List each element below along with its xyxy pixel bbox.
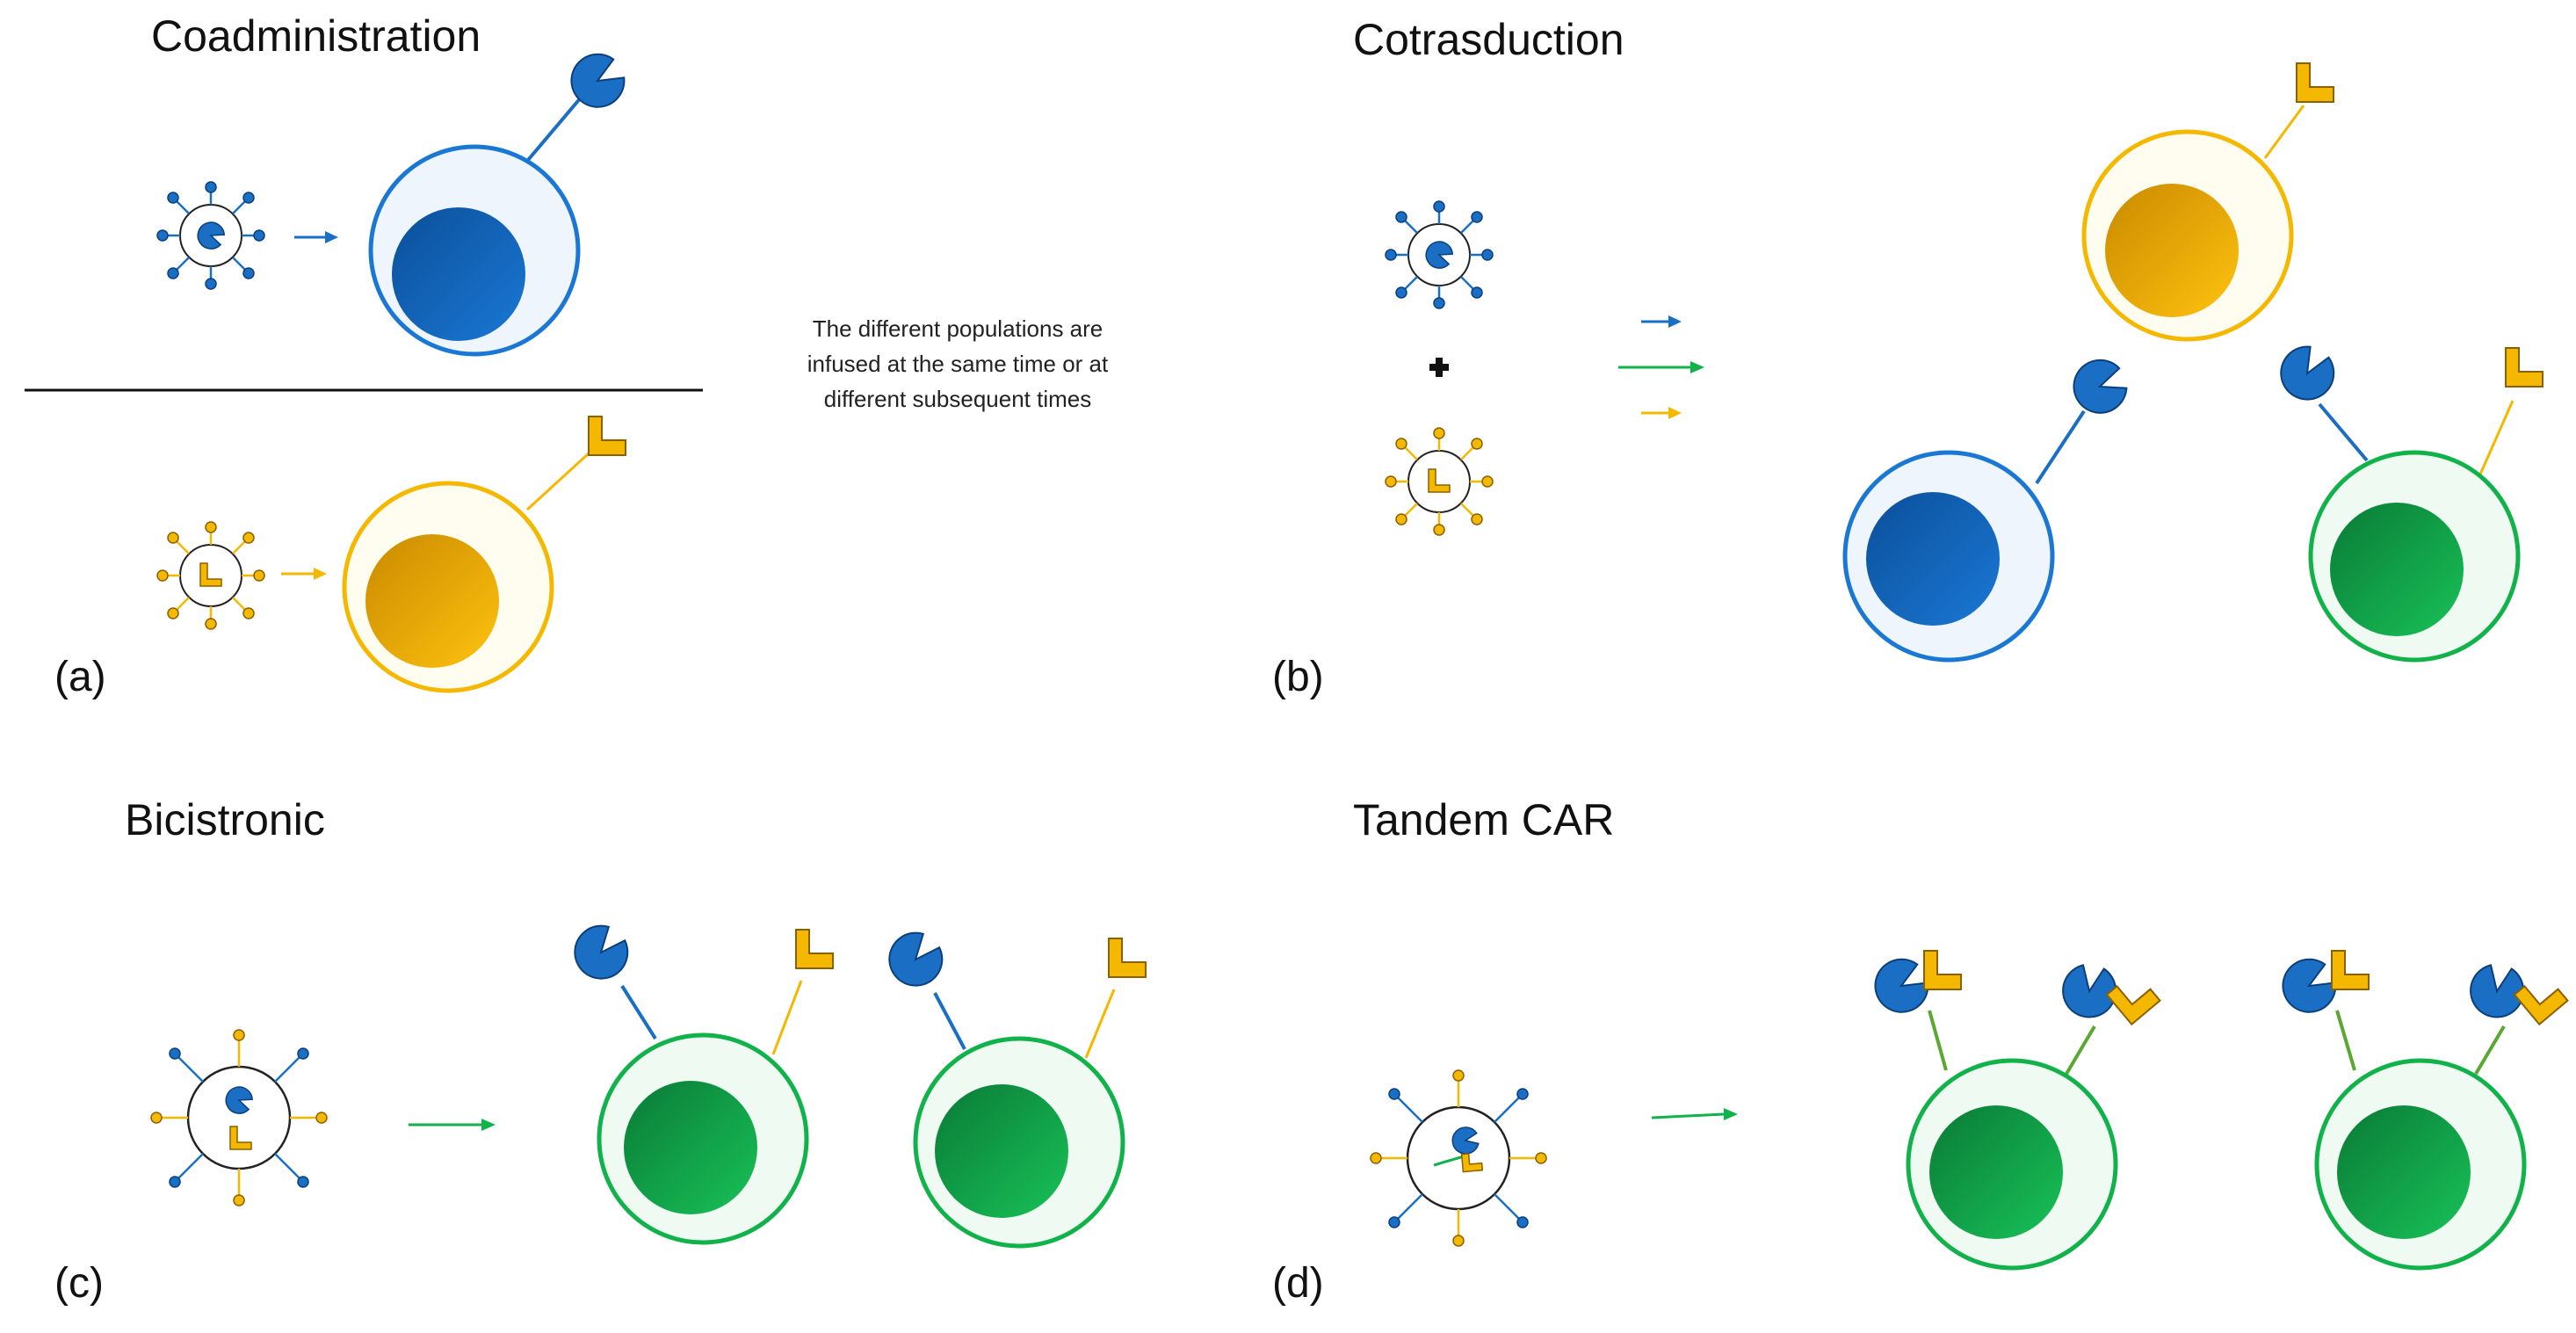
pacman-icon [570, 53, 626, 108]
transduction-arrows [1618, 315, 1704, 419]
l-block-icon [1108, 938, 1147, 978]
panel-a-label: (a) [54, 654, 106, 700]
pacman-icon [574, 924, 629, 980]
panel-d-title: Tandem CAR [1353, 795, 1614, 844]
bicistronic-vector-icon [150, 1029, 328, 1206]
pacman-icon [2073, 359, 2128, 414]
panel-c-title: Bicistronic [125, 795, 325, 844]
panel-c-label: (c) [54, 1260, 104, 1307]
blue-arrow [294, 231, 338, 243]
yellow-car-t-cell [342, 416, 626, 693]
yellow-car-t-cell [2081, 62, 2334, 342]
pacman-icon [2282, 958, 2337, 1013]
note-line-1: The different populations are [813, 315, 1103, 342]
panel-d: Tandem CAR [1272, 795, 2569, 1307]
green-dual-car-t-cell [888, 931, 1147, 1249]
panel-b: Cotrasduction [1272, 15, 2543, 700]
infusion-note: The different populations are infused at… [807, 315, 1109, 412]
panel-a: Coadministration [25, 11, 703, 700]
green-arrow [409, 1119, 496, 1131]
pacman-icon [2470, 964, 2525, 1018]
pacman-icon [2280, 345, 2335, 401]
panel-d-label: (d) [1272, 1260, 1324, 1307]
green-dual-car-t-cell [2280, 345, 2543, 663]
green-tandem-car-t-cell [1874, 950, 2161, 1271]
pacman-icon [888, 931, 944, 987]
l-block-icon [588, 416, 626, 456]
panel-a-title: Coadministration [151, 11, 481, 61]
yellow-vector-icon [1385, 427, 1494, 536]
blue-car-t-cell [368, 53, 626, 357]
l-block-icon [2331, 950, 2370, 990]
green-dual-car-t-cell [574, 924, 834, 1245]
pacman-icon [2062, 964, 2117, 1018]
yellow-arrow [281, 568, 327, 580]
plus-icon [1429, 358, 1449, 377]
l-block-icon [795, 929, 834, 969]
blue-vector-icon [156, 181, 265, 290]
l-block-icon [2296, 62, 2334, 103]
panel-b-label: (b) [1272, 654, 1324, 700]
l-block-icon [2505, 347, 2543, 388]
l-block-icon [2105, 984, 2161, 1026]
note-line-2: infused at the same time or at [807, 351, 1109, 377]
l-block-icon [1923, 950, 1962, 990]
green-arrow [1651, 1108, 1738, 1120]
blue-vector-icon [1385, 200, 1494, 309]
note-line-3: different subsequent times [824, 386, 1091, 412]
blue-car-t-cell [1842, 359, 2128, 663]
panel-b-title: Cotrasduction [1353, 15, 1624, 64]
yellow-vector-icon [156, 521, 265, 630]
l-block-icon [2513, 984, 2569, 1026]
tandem-vector-icon [1370, 1069, 1547, 1247]
green-tandem-car-t-cell [2282, 950, 2569, 1271]
panel-c: Bicistronic [54, 795, 1147, 1307]
pacman-icon [1874, 958, 1929, 1013]
